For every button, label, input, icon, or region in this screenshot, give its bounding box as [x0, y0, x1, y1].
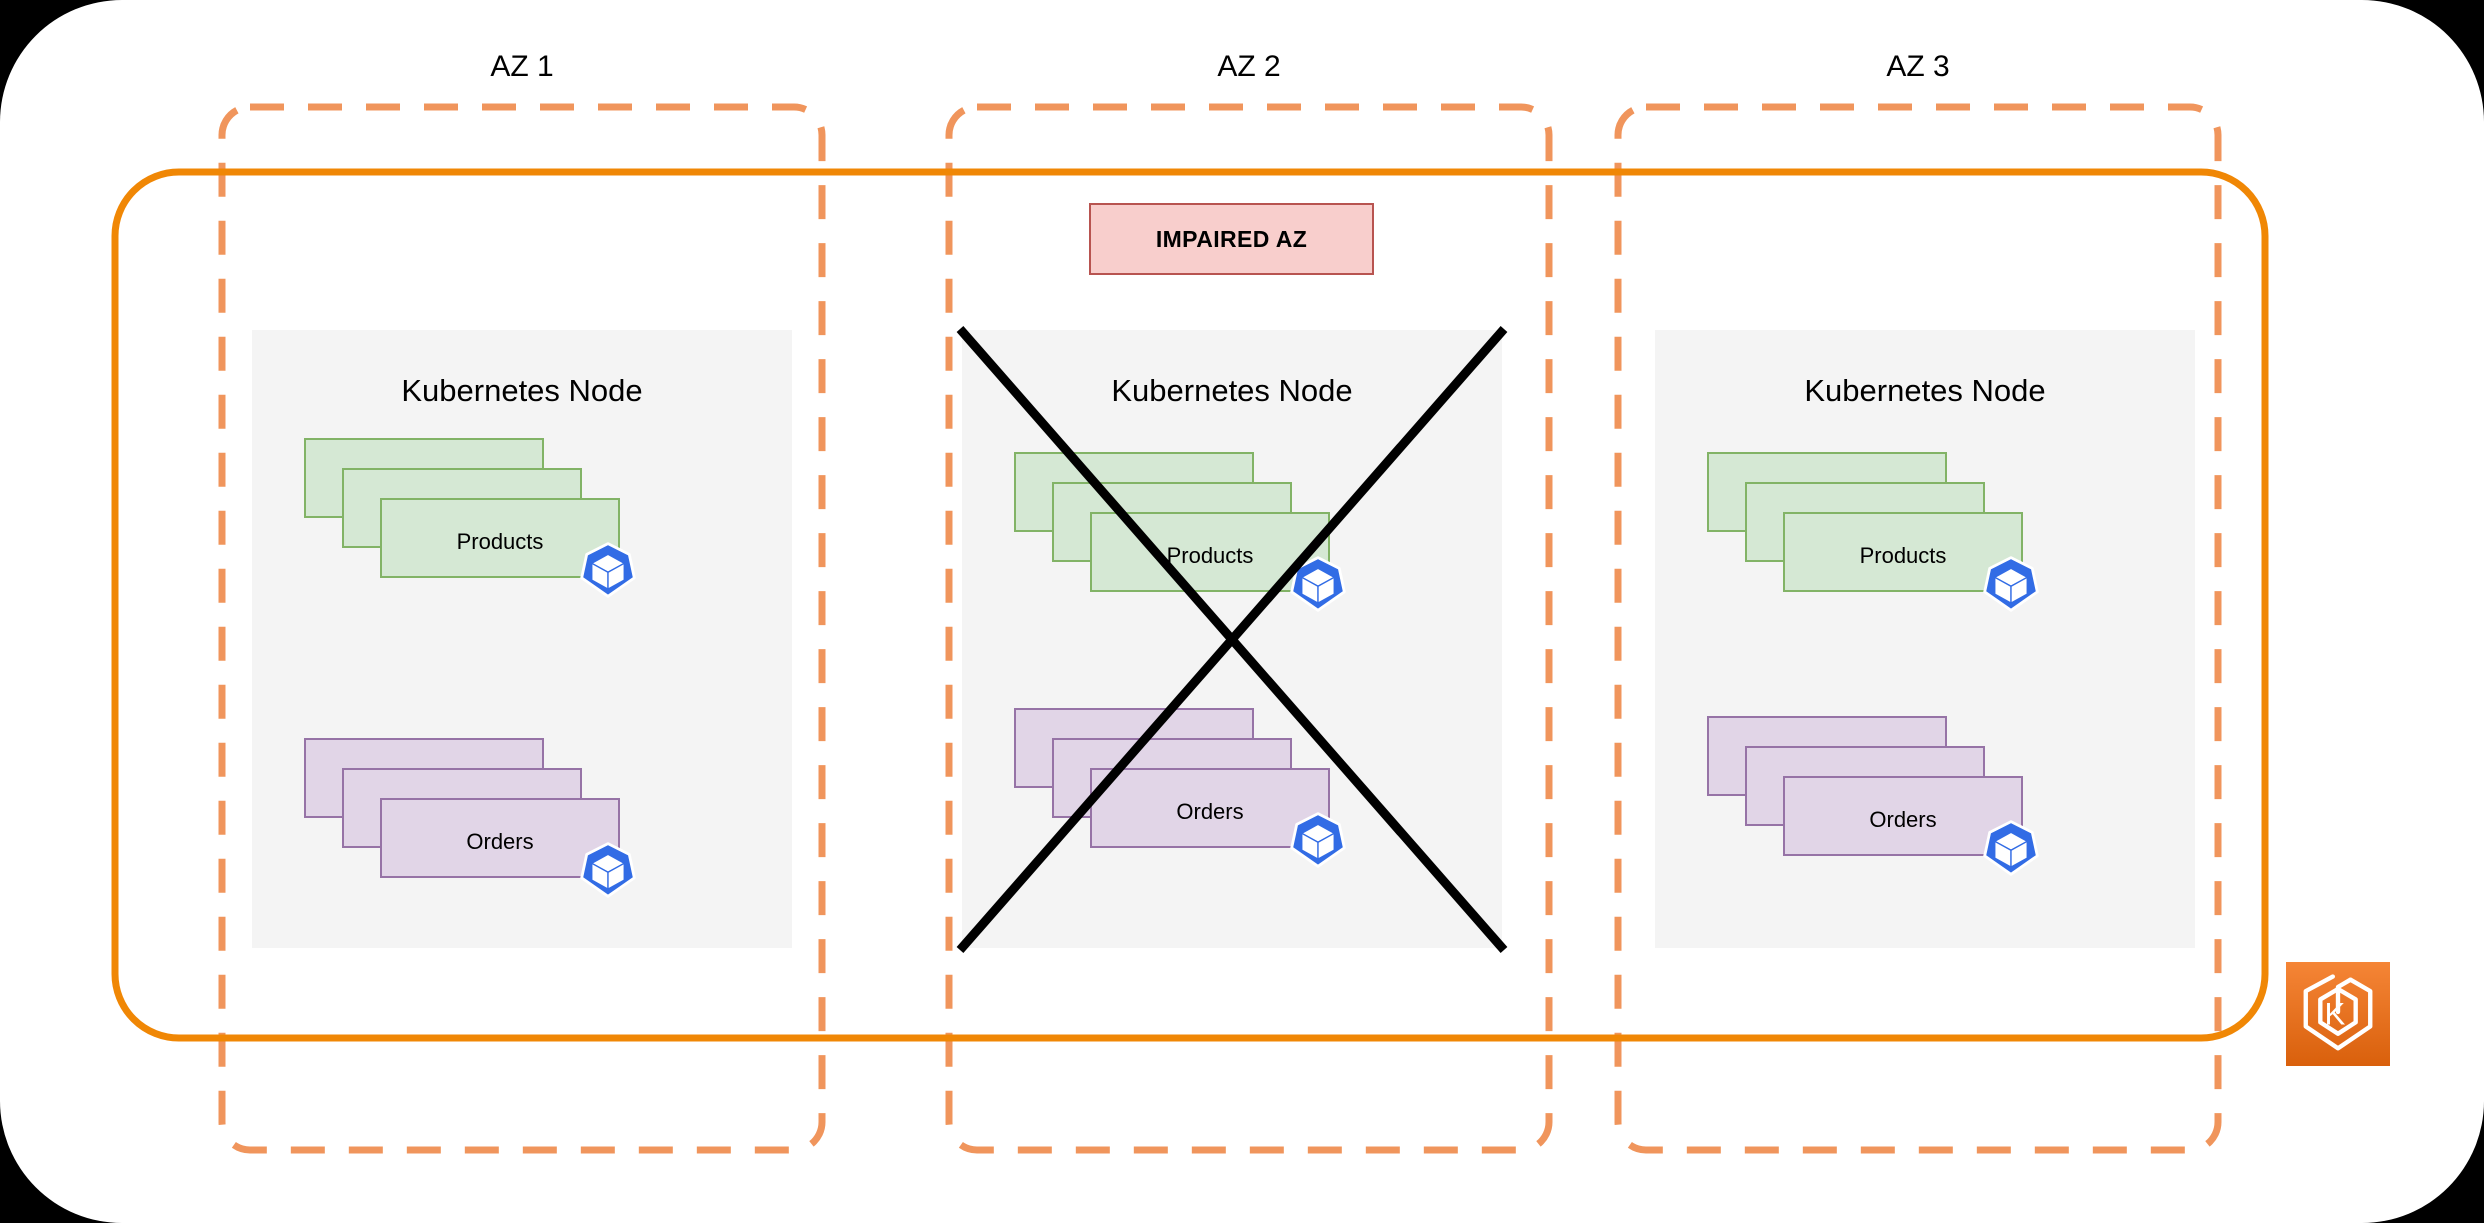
pod-replica-front: Products [1783, 512, 2023, 592]
pod-replica-front: Orders [380, 798, 620, 878]
failure-cross-line-up [956, 326, 1508, 953]
kubernetes-pod-icon [580, 842, 636, 898]
kubernetes-pod-icon [1290, 556, 1346, 612]
pod-label-orders-az3: Orders [1869, 807, 1937, 832]
node-title-az3: Kubernetes Node [1804, 373, 2046, 408]
pod-stack-products-az1: Products [304, 438, 724, 638]
pod-replica-front: Products [380, 498, 620, 578]
cluster-boundary [111, 168, 2269, 1042]
impaired-az-badge: IMPAIRED AZ [1089, 203, 1374, 275]
pod-replica-front: Orders [1090, 768, 1330, 848]
kubernetes-node-az1: Kubernetes Node Products [252, 330, 792, 948]
kubernetes-pod-icon [1983, 556, 2039, 612]
aws-eks-logo: K [2286, 962, 2390, 1066]
pod-label-products-az2: Products [1166, 543, 1254, 568]
pod-stack-orders-az3: Orders [1707, 716, 2127, 916]
az-label-az3: AZ 3 [1886, 50, 1950, 83]
az-label-az2: AZ 2 [1217, 50, 1281, 83]
node-title-az1: Kubernetes Node [401, 373, 643, 408]
pod-label-orders-az1: Orders [466, 829, 534, 854]
pod-replica-front: Orders [1783, 776, 2023, 856]
az-boundary-az2 [945, 103, 1553, 1154]
pod-label-orders-az2: Orders [1176, 799, 1244, 824]
az-boundary-az1 [218, 103, 826, 1154]
kubernetes-pod-icon [1290, 812, 1346, 868]
kubernetes-node-az3: Kubernetes Node Products Orders [1655, 330, 2195, 948]
pod-label-products-az1: Products [456, 529, 544, 554]
eks-logo-letter: K [2324, 996, 2345, 1031]
pod-stack-orders-az1: Orders [304, 738, 724, 938]
pod-stack-products-az3: Products [1707, 452, 2127, 652]
kubernetes-pod-icon [580, 542, 636, 598]
pod-label-products-az3: Products [1859, 543, 1947, 568]
node-title-az2: Kubernetes Node [1111, 373, 1353, 408]
kubernetes-pod-icon [1983, 820, 2039, 876]
pod-stack-orders-az2: Orders [1014, 708, 1434, 908]
az-boundary-az3 [1614, 103, 2222, 1154]
az-label-az1: AZ 1 [490, 50, 554, 83]
